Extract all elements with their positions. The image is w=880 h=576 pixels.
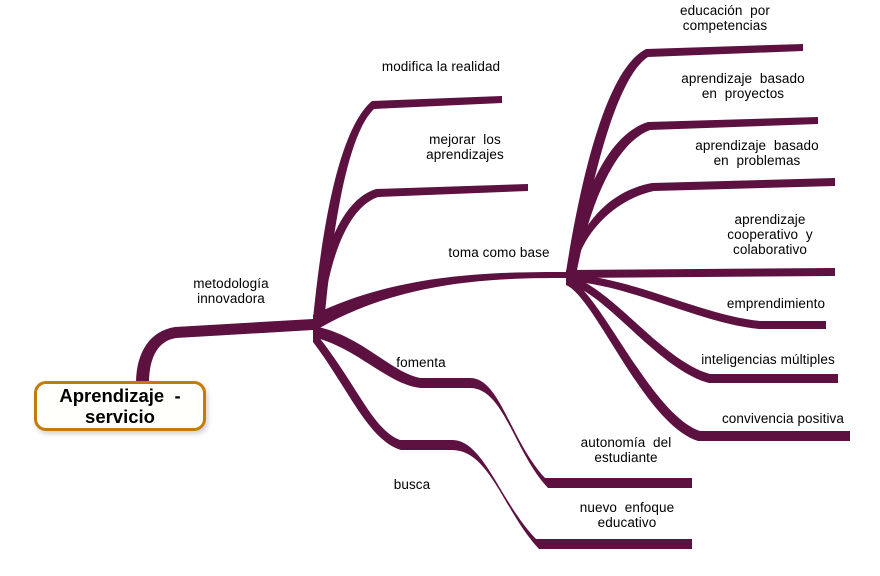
branch-label-modifica: modifica la realidad: [381, 59, 501, 74]
branch-aprendizaje-cooperativo-line: [566, 268, 835, 278]
branch-fomenta-line: [313, 326, 692, 488]
branch-busca-line: [313, 330, 692, 549]
leaf-label-emprendimiento: emprendimiento: [726, 296, 826, 311]
branch-label-toma-como-base: toma como base: [448, 245, 550, 260]
branch-convivencia-positiva-line: [566, 276, 850, 441]
branch-label-fomenta: fomenta: [396, 355, 446, 370]
branch-metodologia-line: [136, 319, 313, 384]
branch-label-metodologia: metodología innovadora: [193, 276, 269, 306]
branch-lines: [136, 44, 850, 549]
leaf-label-autonomia-estudiante: autonomía del estudiante: [580, 435, 672, 465]
leaf-label-educacion-competencias: educación por competencias: [680, 3, 770, 33]
leaf-label-aprendizaje-proyectos: aprendizaje basado en proyectos: [681, 71, 805, 101]
leaf-label-aprendizaje-cooperativo: aprendizaje cooperativo y colaborativo: [727, 212, 813, 257]
leaf-label-nuevo-enfoque: nuevo enfoque educativo: [579, 500, 675, 530]
root-node-label: Aprendizaje - servicio: [59, 385, 181, 427]
leaf-label-inteligencias-multiples: inteligencias múltiples: [701, 352, 835, 367]
branch-toma-como-base-line: [313, 272, 566, 332]
branch-label-mejorar: mejorar los aprendizajes: [426, 132, 504, 162]
root-node[interactable]: Aprendizaje - servicio: [34, 381, 206, 431]
leaf-label-convivencia-positiva: convivencia positiva: [721, 411, 845, 426]
leaf-label-aprendizaje-problemas: aprendizaje basado en problemas: [695, 138, 819, 168]
branch-label-busca: busca: [393, 477, 431, 492]
branch-emprendimiento-line: [566, 274, 826, 329]
